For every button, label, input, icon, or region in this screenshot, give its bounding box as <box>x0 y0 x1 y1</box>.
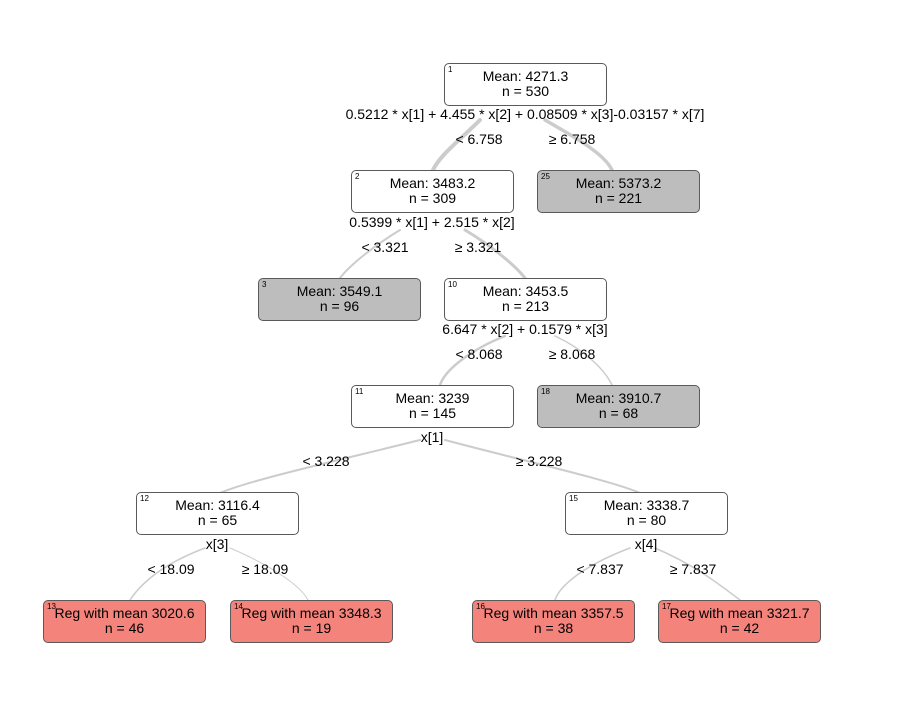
node-count: n = 65 <box>197 512 238 528</box>
node-mean: Mean: 3116.4 <box>175 497 260 513</box>
edge-label-12-right: ≥ 18.09 <box>241 561 289 577</box>
node-id: 16 <box>476 602 485 611</box>
tree-node-12: 12 Mean: 3116.4 n = 65 <box>136 492 299 535</box>
edge-15-16 <box>554 547 631 601</box>
tree-node-17: 17 Reg with mean 3321.7 n = 42 <box>658 600 821 643</box>
node-id: 15 <box>569 494 578 503</box>
node-mean: Mean: 3453.5 <box>482 283 569 299</box>
node-count: n = 96 <box>319 298 360 314</box>
tree-node-1: 1 Mean: 4271.3 n = 530 <box>444 63 607 106</box>
tree-node-10: 10 Mean: 3453.5 n = 213 <box>444 278 607 321</box>
edge-label-12-left: < 18.09 <box>147 561 195 577</box>
edge-2-3 <box>339 229 401 279</box>
node-mean: Mean: 3239 <box>395 390 470 406</box>
tree-node-2: 2 Mean: 3483.2 n = 309 <box>351 170 514 213</box>
edge-12-13 <box>129 547 206 601</box>
edge-label-11-left: < 3.228 <box>302 453 350 469</box>
node-id: 11 <box>355 387 364 396</box>
edge-label-1-right: ≥ 6.758 <box>548 131 596 147</box>
node-regression: Reg with mean 3348.3 <box>241 605 382 621</box>
node-count: n = 145 <box>408 405 457 421</box>
node-mean: Mean: 4271.3 <box>482 68 569 84</box>
tree-node-25: 25 Mean: 5373.2 n = 221 <box>537 170 700 213</box>
tree-node-16: 16 Reg with mean 3357.5 n = 38 <box>472 600 635 643</box>
edge-2-10 <box>463 228 527 280</box>
node-id: 17 <box>662 602 671 611</box>
split-rule-2: 0.5399 * x[1] + 2.515 * x[2] <box>349 214 515 230</box>
node-count: n = 213 <box>501 298 550 314</box>
node-count: n = 68 <box>598 405 639 421</box>
edge-label-2-right: ≥ 3.321 <box>454 239 502 255</box>
edge-label-15-right: ≥ 7.837 <box>669 561 717 577</box>
split-rule-11: x[1] <box>420 429 444 445</box>
edge-1-25 <box>543 118 614 172</box>
edge-12-14 <box>229 547 309 601</box>
edge-10-11 <box>438 334 507 387</box>
tree-node-13: 13 Reg with mean 3020.6 n = 46 <box>43 600 206 643</box>
node-regression: Reg with mean 3357.5 <box>483 605 624 621</box>
node-mean: Mean: 3338.7 <box>603 497 690 513</box>
split-rule-12: x[3] <box>205 536 229 552</box>
split-rule-15: x[4] <box>634 536 658 552</box>
node-mean: Mean: 3549.1 <box>296 283 383 299</box>
node-id: 14 <box>234 602 243 611</box>
edge-label-10-left: < 8.068 <box>455 346 503 362</box>
tree-node-3: 3 Mean: 3549.1 n = 96 <box>258 278 421 321</box>
edge-label-15-left: < 7.837 <box>576 561 624 577</box>
node-id: 1 <box>448 65 453 74</box>
node-count: n = 38 <box>533 620 574 636</box>
node-id: 10 <box>448 280 457 289</box>
node-count: n = 530 <box>501 83 550 99</box>
node-count: n = 46 <box>104 620 145 636</box>
edge-label-2-left: < 3.321 <box>361 239 409 255</box>
node-id: 18 <box>541 387 550 396</box>
tree-node-14: 14 Reg with mean 3348.3 n = 19 <box>230 600 393 643</box>
node-id: 25 <box>541 172 550 181</box>
node-regression: Reg with mean 3321.7 <box>669 605 810 621</box>
node-id: 13 <box>47 602 56 611</box>
node-mean: Mean: 3483.2 <box>389 175 476 191</box>
node-id: 12 <box>140 494 149 503</box>
tree-node-18: 18 Mean: 3910.7 n = 68 <box>537 385 700 428</box>
node-id: 2 <box>355 172 360 181</box>
node-count: n = 19 <box>291 620 332 636</box>
split-rule-10: 6.647 * x[2] + 0.1579 * x[3] <box>442 321 608 337</box>
edge-1-2 <box>431 118 482 172</box>
edge-10-18 <box>554 335 613 386</box>
node-mean: Mean: 3910.7 <box>575 390 662 406</box>
node-mean: Mean: 5373.2 <box>575 175 662 191</box>
node-id: 3 <box>262 280 267 289</box>
node-count: n = 221 <box>594 190 643 206</box>
node-count: n = 42 <box>719 620 760 636</box>
edge-11-12 <box>219 439 421 494</box>
node-count: n = 309 <box>408 190 457 206</box>
edge-15-17 <box>654 547 741 601</box>
tree-node-11: 11 Mean: 3239 n = 145 <box>351 385 514 428</box>
split-rule-1: 0.5212 * x[1] + 4.455 * x[2] + 0.08509 *… <box>345 106 705 122</box>
edge-label-11-right: ≥ 3.228 <box>515 453 563 469</box>
tree-node-15: 15 Mean: 3338.7 n = 80 <box>565 492 728 535</box>
node-regression: Reg with mean 3020.6 <box>54 605 195 621</box>
edge-label-10-right: ≥ 8.068 <box>548 346 596 362</box>
edge-label-1-left: < 6.758 <box>455 131 503 147</box>
edge-11-15 <box>444 439 641 494</box>
node-count: n = 80 <box>626 512 667 528</box>
